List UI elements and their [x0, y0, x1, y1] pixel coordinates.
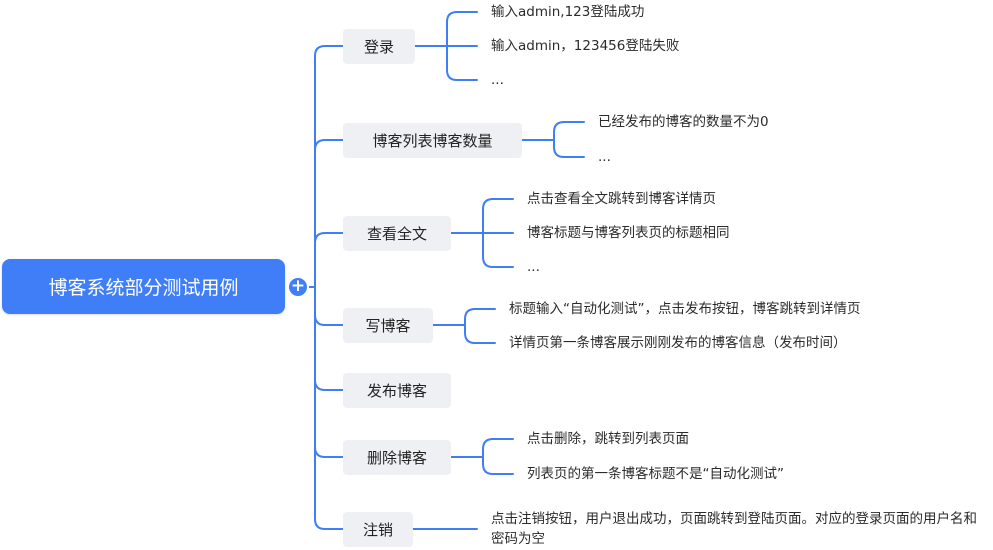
root-topic-label: 博客系统部分测试用例 — [48, 277, 239, 299]
topic-write-blog[interactable]: 写博客 — [343, 308, 433, 343]
leaf-view-full-1[interactable]: 点击查看全文跳转到博客详情页 — [527, 191, 716, 207]
topic-login-label: 登录 — [363, 38, 394, 56]
topic-publish-blog-label: 发布博客 — [366, 382, 427, 400]
topic-blog-list-count-label: 博客列表博客数量 — [372, 132, 493, 150]
leaf-login-2[interactable]: 输入admin，123456登陆失败 — [491, 38, 680, 54]
topic-publish-blog[interactable]: 发布博客 — [343, 373, 451, 408]
topic-delete-blog-label: 删除博客 — [366, 449, 427, 467]
leaf-logout-1[interactable]: 点击注销按钮，用户退出成功，页面跳转到登陆页面。对应的登录页面的用户名和密码为空 — [491, 511, 977, 547]
leaf-blog-count-1[interactable]: 已经发布的博客的数量不为0 — [598, 114, 769, 130]
expand-plus-icon[interactable]: + — [287, 276, 309, 298]
leaf-login-1[interactable]: 输入admin,123登陆成功 — [491, 4, 645, 20]
topic-login[interactable]: 登录 — [343, 29, 415, 64]
leaf-delete-blog-2[interactable]: 列表页的第一条博客标题不是“自动化测试” — [527, 466, 784, 482]
leaf-write-blog-2[interactable]: 详情页第一条博客展示刚刚发布的博客信息（发布时间） — [509, 335, 847, 351]
topic-logout-label: 注销 — [362, 521, 393, 539]
topic-view-full-text[interactable]: 查看全文 — [343, 216, 451, 251]
leaf-delete-blog-1[interactable]: 点击删除，跳转到列表页面 — [527, 431, 689, 447]
leaf-view-full-2[interactable]: 博客标题与博客列表页的标题相同 — [527, 225, 730, 241]
topic-write-blog-label: 写博客 — [365, 317, 411, 335]
topic-delete-blog[interactable]: 删除博客 — [343, 440, 451, 475]
root-topic[interactable]: 博客系统部分测试用例 — [2, 259, 285, 314]
leaf-view-full-3[interactable]: ... — [527, 259, 540, 275]
leaf-login-3[interactable]: ... — [491, 72, 504, 88]
topic-logout[interactable]: 注销 — [343, 512, 413, 547]
leaf-blog-count-2[interactable]: ... — [598, 149, 611, 165]
leaf-write-blog-1[interactable]: 标题输入“自动化测试”，点击发布按钮，博客跳转到详情页 — [509, 301, 861, 317]
topic-view-full-text-label: 查看全文 — [366, 225, 427, 243]
topic-blog-list-count[interactable]: 博客列表博客数量 — [343, 123, 522, 158]
